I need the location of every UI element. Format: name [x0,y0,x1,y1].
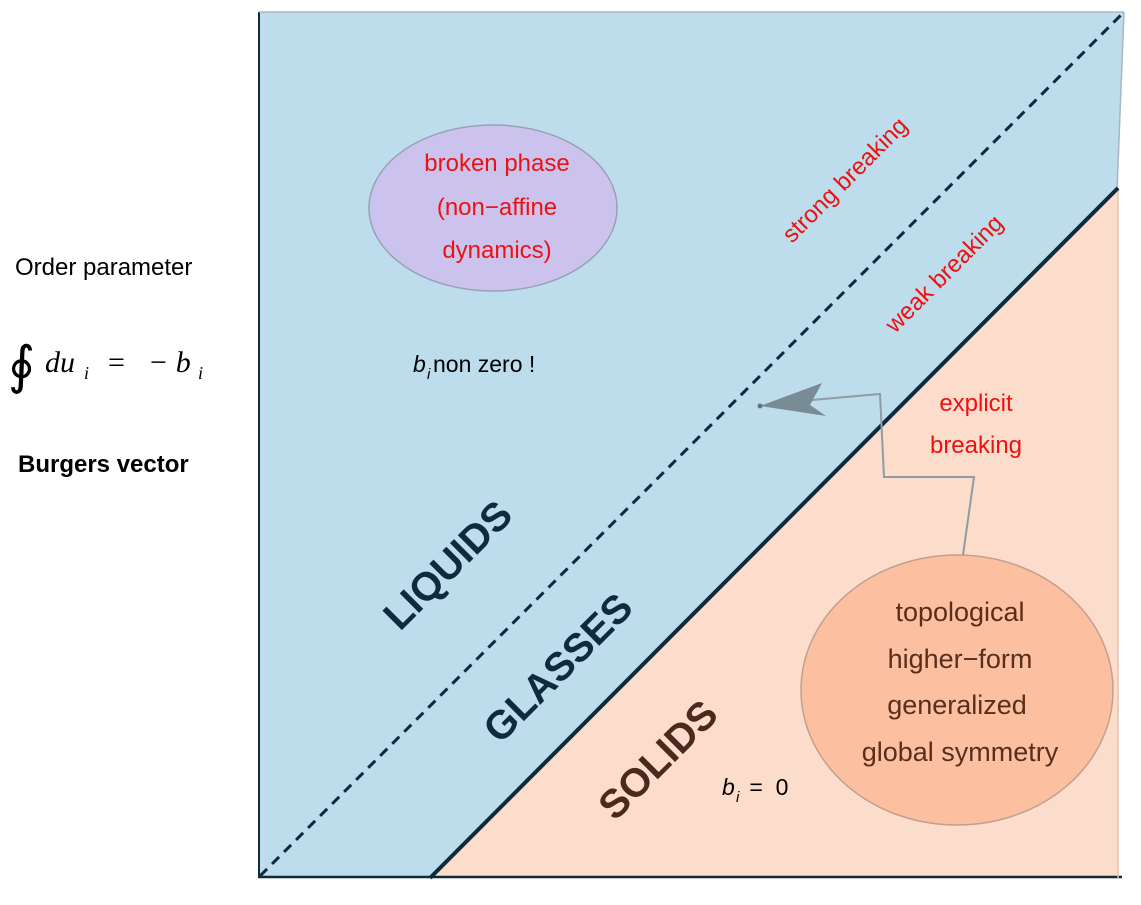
arrow-tip-dot [757,403,763,409]
contour-integral-symbol: ∮ [8,338,35,395]
broken-phase-bubble: broken phase (non−affine dynamics) [368,124,618,292]
topological-line1: topological [895,597,1024,627]
b-zero-subscript: i [736,789,740,806]
equation-lhs: du [45,346,75,379]
broken-phase-line2: (non−affine [437,194,557,221]
equation-rhs-subscript: i [198,363,203,383]
equation-lhs-subscript: i [84,363,89,383]
b-symbol: b [413,351,426,377]
order-parameter-label: Order parameter [15,254,192,281]
b-zero-text: = 0 [743,774,788,800]
order-parameter-equation: ∮ du i = − b i [8,338,203,395]
b-zero-symbol: b [722,774,735,800]
topological-line3: generalized [887,690,1027,720]
topological-line2: higher−form [888,644,1033,674]
sidebar: Order parameter ∮ du i = − b i Burgers v… [8,254,203,478]
topological-line4: global symmetry [862,737,1059,767]
arrow-head [760,383,826,416]
right-edge-upper [1116,11,1125,191]
b-zero-annotation: b i = 0 [722,774,788,806]
equation-equals: = [108,346,125,379]
b-subscript: i [427,366,431,383]
explicit-breaking-line1: explicit [939,390,1013,417]
broken-phase-line1: broken phase [424,150,569,177]
weak-breaking-line [428,186,1120,880]
b-nonzero-text: non zero ! [433,351,535,377]
equation-rhs: − b [148,346,191,379]
topological-bubble: topological higher−form generalized glob… [800,554,1114,826]
broken-phase-line3: dynamics) [442,237,551,264]
explicit-breaking-line2: breaking [930,432,1022,459]
b-nonzero-annotation: b i non zero ! [413,351,535,383]
burgers-vector-label: Burgers vector [18,451,189,478]
